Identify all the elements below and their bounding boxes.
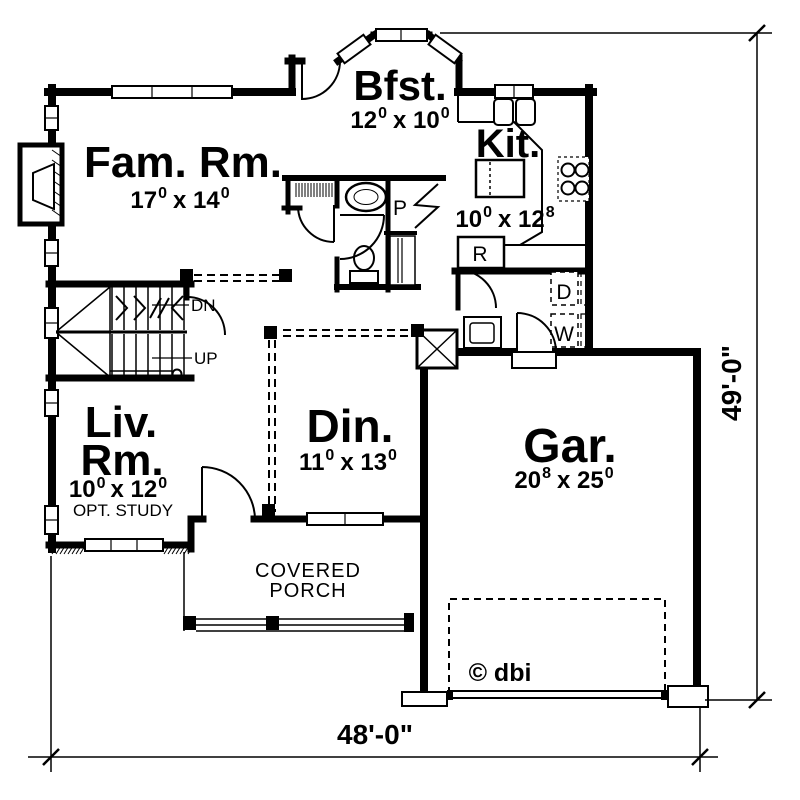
window [375, 28, 428, 42]
stairs-up-label: UP [194, 349, 218, 368]
washer-label: W [554, 323, 574, 346]
kit-label: Kit. [476, 122, 540, 166]
broom-closet [389, 235, 416, 286]
pantry-bifold-door [412, 183, 441, 229]
overall-height-dimension: 49'-0" [716, 345, 747, 421]
powder-room [344, 181, 388, 284]
window [427, 33, 463, 65]
cooktop [557, 156, 590, 202]
closet-door-swing [297, 205, 335, 243]
window [44, 389, 59, 417]
refrigerator-label: R [472, 243, 487, 266]
dryer-box [550, 271, 579, 306]
staircase [56, 286, 192, 380]
coat-closet [295, 183, 333, 197]
window [494, 84, 534, 99]
window [306, 512, 384, 526]
garage-entry-stoop [511, 351, 557, 369]
window [44, 105, 59, 131]
window [111, 85, 233, 99]
windows [44, 28, 534, 552]
interior-walls [45, 175, 461, 382]
porch-label-line1: COVERED [255, 560, 361, 582]
powder-door-swing [339, 214, 385, 260]
fireplace [17, 142, 65, 227]
fam-rm-label: Fam. Rm. [84, 138, 282, 187]
toilet-tank [349, 270, 379, 284]
window [336, 33, 372, 65]
stairs-down-label: DN [191, 296, 216, 315]
liv-rm-note: OPT. STUDY [73, 501, 173, 520]
porch-post [266, 616, 279, 630]
dimension-lines [28, 24, 772, 772]
window [44, 505, 59, 535]
doors [186, 60, 557, 521]
front-door-swing [201, 466, 256, 521]
sill-hatching [51, 545, 194, 555]
garage-entry-door-swing [511, 312, 557, 369]
covered-porch [183, 552, 414, 632]
basement-door-swing [186, 296, 226, 336]
dryer-label: D [556, 281, 571, 304]
laundry-area [463, 271, 592, 349]
breakfast-door-swing [301, 60, 341, 100]
gar-label: Gar. [523, 420, 616, 473]
porch-label-line2: PORCH [269, 580, 346, 602]
laundry-cabinet [580, 271, 592, 306]
garage-door [401, 598, 709, 708]
toilet-bowl [353, 245, 375, 271]
pantry-label: P [393, 197, 407, 220]
stair-volute [171, 368, 183, 380]
kitchen-sink [493, 98, 536, 126]
kitchen-hall-door-swing [457, 269, 497, 309]
overall-width-dimension: 48'-0" [337, 719, 413, 750]
cased-openings [180, 269, 412, 517]
window [44, 239, 59, 267]
sink-basin-inner [353, 189, 379, 205]
exterior-walls [44, 30, 701, 707]
din-label: Din. [307, 400, 394, 452]
bfst-label: Bfst. [353, 62, 446, 109]
laundry-cabinet [580, 313, 592, 348]
porch-post [183, 616, 196, 630]
laundry-sink [463, 316, 502, 349]
liv-rm-label-line1: Liv. [85, 398, 158, 447]
copyright-mark: © dbi [469, 659, 532, 687]
sink-basin [344, 181, 388, 213]
liv-rm-label-line2: Rm. [80, 436, 163, 485]
window [44, 307, 59, 339]
stair-direction-arrows [115, 295, 184, 321]
window [84, 538, 164, 552]
kitchen-island [474, 158, 526, 199]
entry-chase [411, 324, 459, 370]
refrigerator [456, 235, 506, 270]
